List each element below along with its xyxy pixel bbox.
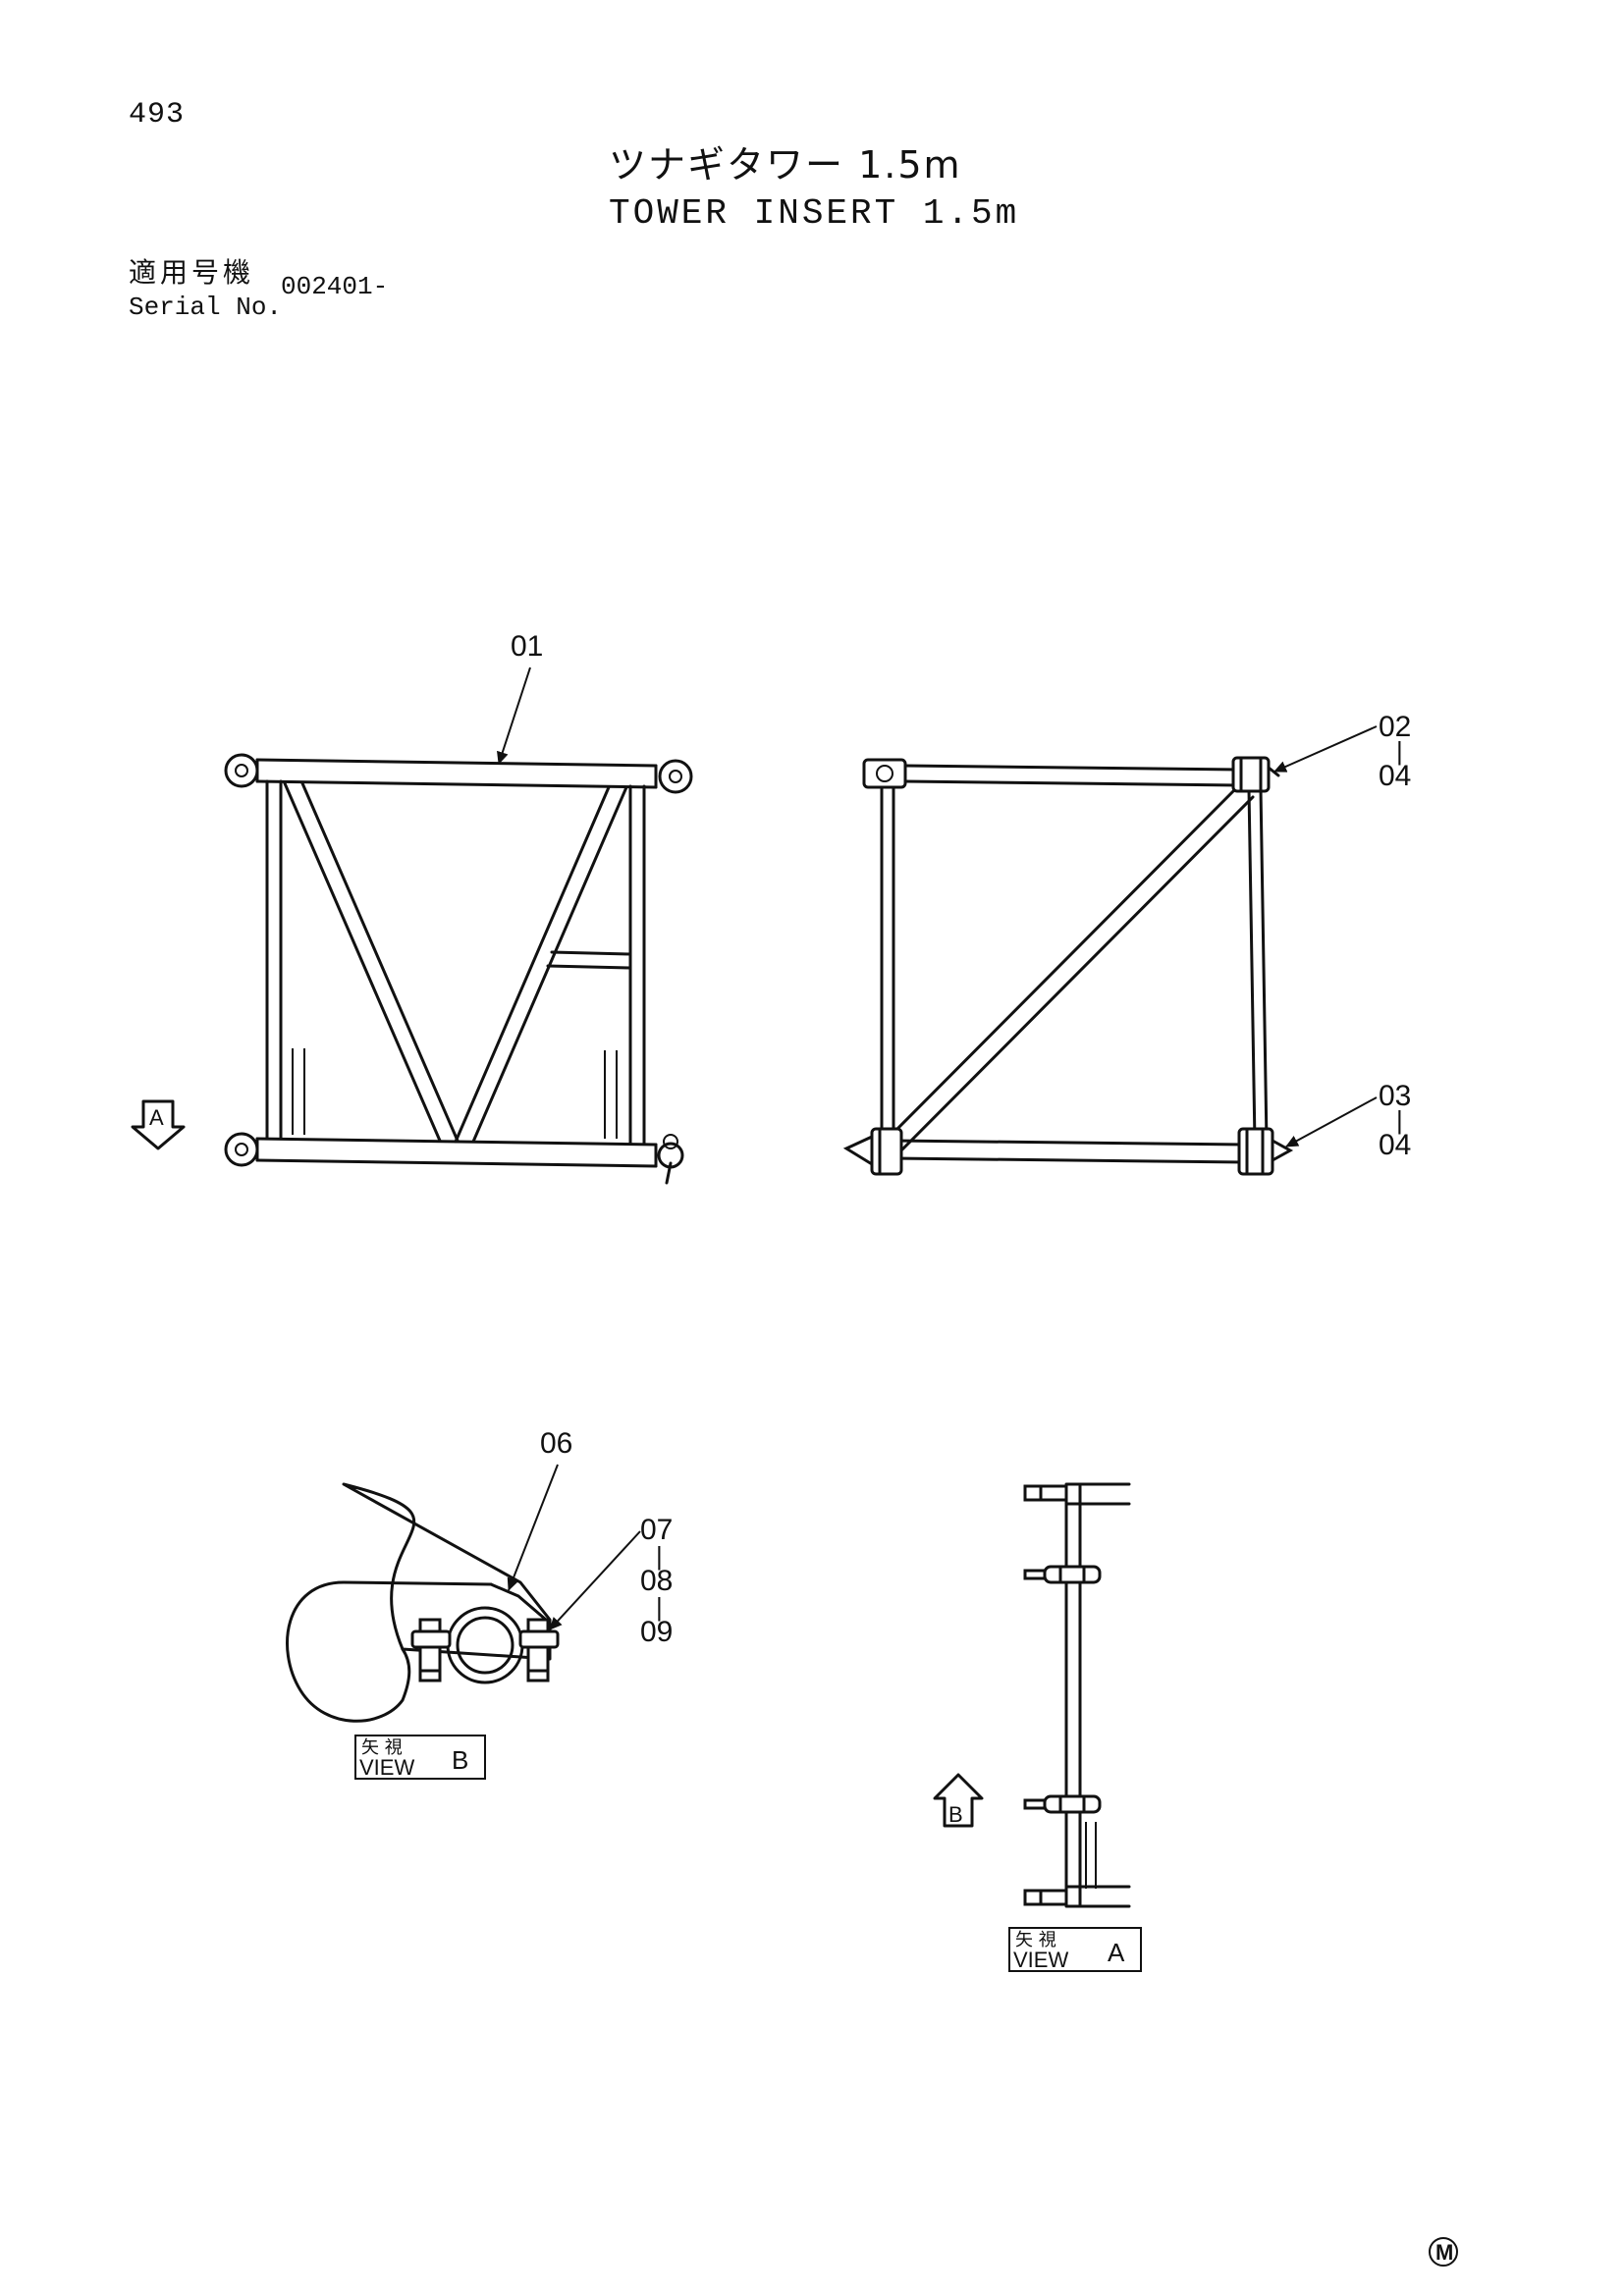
view-a-label-english: VIEW [1013,1948,1068,1972]
callout-01-label: 01 [511,630,543,663]
callout-09-label: 09 [640,1616,673,1648]
serial-number-block: 適用号機 Serial No. 002401- [129,251,423,330]
serial-label-english: Serial No. [129,293,283,322]
view-arrow-a-letter: A [149,1105,164,1130]
serial-number-value: 002401- [281,272,389,301]
circled-m-letter: M [1435,2240,1453,2265]
side-view-frame [842,756,1294,1176]
callout-02-04-label: 04 [1379,760,1411,792]
front-view-frame [224,753,693,1185]
callout-07-09: 07 | 08 | 09 [549,1514,673,1648]
view-a-label-japanese: 矢 視 [1015,1930,1056,1950]
page-number: 493 [129,98,186,132]
view-b-label-japanese: 矢 視 [361,1737,403,1758]
serial-label-japanese: 適用号機 [129,256,255,289]
callout-02-label: 02 [1379,711,1411,743]
page-title-japanese: ツナギタワー 1.5m [609,143,962,187]
callout-07-range-dash: | [656,1541,663,1571]
callout-03-04-label: 04 [1379,1129,1411,1161]
page-title-english: TOWER INSERT 1.5m [609,193,1020,234]
circled-m-mark: M [1429,2237,1458,2267]
title-block: ツナギタワー 1.5m TOWER INSERT 1.5m [609,139,1020,238]
callout-03-label: 03 [1379,1080,1411,1112]
callout-08-label: 08 [640,1565,673,1597]
view-arrow-b: B [933,1773,984,1828]
callout-01: 01 [497,630,543,765]
callout-03-04: 03 | 04 [1285,1080,1411,1161]
view-arrow-b-letter: B [948,1802,963,1827]
view-a-side-detail [1023,1482,1131,1908]
callout-03-range-dash: | [1396,1105,1403,1135]
view-b-label-english: VIEW [359,1755,414,1780]
callout-06-label: 06 [540,1427,572,1460]
callout-06: 06 [507,1427,572,1591]
view-b-label-letter: B [452,1745,468,1775]
view-a-label-box: 矢 視 VIEW A [1008,1927,1142,1972]
view-a-label-letter: A [1108,1938,1125,1967]
view-arrow-a: A [131,1099,186,1150]
callout-02-04: 02 | 04 [1273,711,1411,792]
callout-07-label: 07 [640,1514,673,1546]
callout-08-range-dash: | [656,1592,663,1622]
view-b-label-box: 矢 視 VIEW B [354,1735,486,1780]
view-b-clamp-detail [286,1482,560,1723]
callout-02-range-dash: | [1396,736,1403,766]
